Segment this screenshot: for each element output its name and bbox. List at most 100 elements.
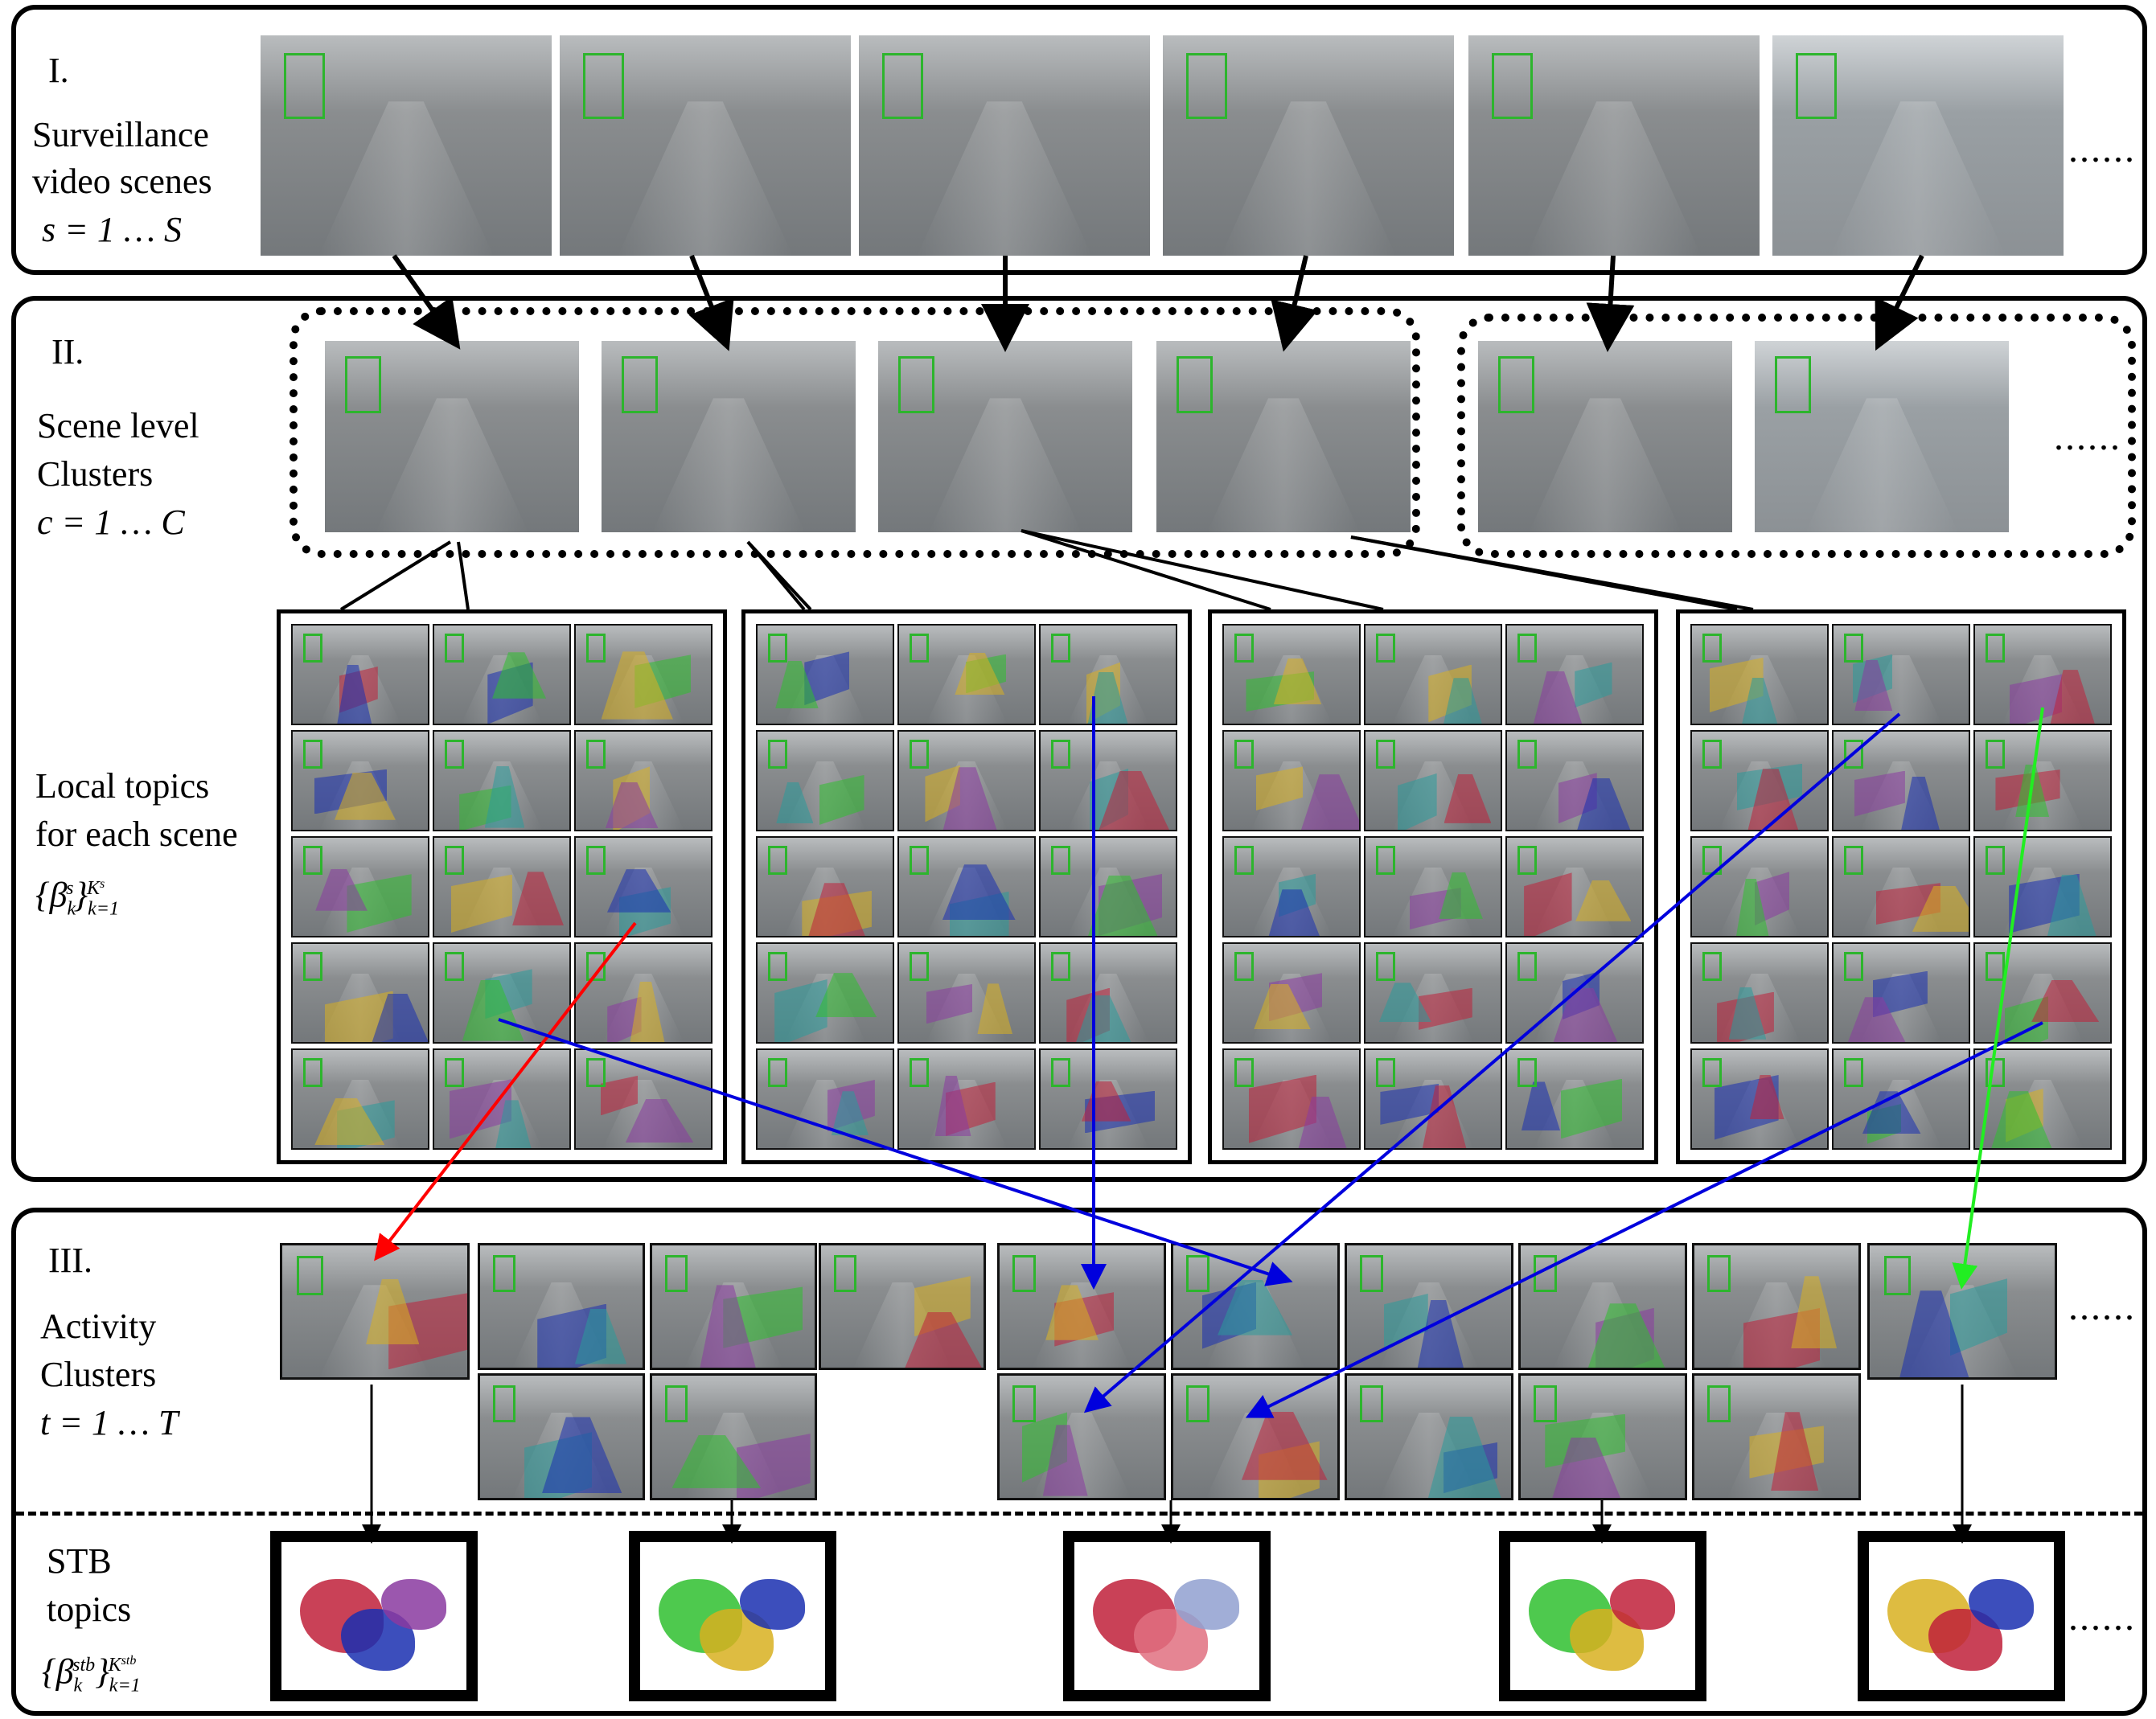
- local-topic-cell: [1222, 1048, 1361, 1150]
- local-topic-cell: [1690, 942, 1829, 1044]
- camera-logo-icon: [910, 1057, 929, 1088]
- surveillance-scene-thumbnail: [859, 35, 1150, 256]
- activity-cluster-thumbnail: [650, 1373, 817, 1500]
- cluster-1-outline: [290, 307, 1420, 558]
- level3-more: ......: [2068, 1286, 2136, 1328]
- camera-logo-icon: [1517, 845, 1537, 876]
- camera-logo-icon: [303, 845, 322, 876]
- camera-logo-icon: [445, 951, 464, 982]
- cluster-callout-line: [339, 540, 452, 611]
- local-topic-cell: [433, 730, 571, 831]
- stb-topic-box: [1858, 1531, 2065, 1701]
- scene-to-cluster-arrow: [1271, 255, 1318, 352]
- local-topic-cell: [291, 836, 429, 937]
- local-topic-cell: [1364, 624, 1502, 725]
- cluster-scene-thumbnail: [1755, 341, 2009, 532]
- local-topic-cell: [756, 1048, 894, 1150]
- local-topic-cell: [1505, 730, 1644, 831]
- local-topic-cell: [1222, 624, 1361, 725]
- local-topic-cell: [433, 836, 571, 937]
- local-topic-cell: [433, 624, 571, 725]
- local-formula-sup: s: [66, 878, 74, 899]
- cluster-scene-thumbnail: [602, 341, 856, 532]
- stb-topic-blob: [1174, 1579, 1239, 1630]
- surveillance-scene-thumbnail: [1772, 35, 2064, 256]
- scene-to-cluster-arrow: [1586, 255, 1635, 352]
- camera-logo-icon: [1376, 951, 1395, 982]
- level1-more: ......: [2068, 128, 2136, 170]
- camera-logo-icon: [445, 739, 464, 769]
- level3-title-line2: Clusters: [40, 1355, 157, 1394]
- camera-logo-icon: [1702, 1057, 1722, 1088]
- stb-title-line2: topics: [47, 1590, 132, 1629]
- level2-index-text: c = 1 … C: [37, 503, 185, 542]
- blue-topic-match-arrow: [1245, 1021, 2043, 1418]
- camera-logo-icon: [303, 633, 322, 663]
- local-topic-cell: [756, 730, 894, 831]
- stb-formula-close: }: [95, 1651, 109, 1692]
- camera-logo-icon: [1702, 739, 1722, 769]
- red-topic-match-arrow: [374, 921, 637, 1262]
- level2-title-line2: Clusters: [37, 454, 154, 494]
- stb-formula: {βkstb}k=1Kstb: [42, 1637, 141, 1709]
- camera-logo-icon: [345, 356, 381, 414]
- camera-logo-icon: [768, 845, 787, 876]
- local-topic-cell: [897, 942, 1036, 1044]
- camera-logo-icon: [768, 633, 787, 663]
- camera-logo-icon: [1012, 1385, 1036, 1422]
- stb-formula-range-K: K: [108, 1655, 121, 1676]
- camera-logo-icon: [1517, 633, 1537, 663]
- camera-logo-icon: [1234, 1057, 1254, 1088]
- camera-logo-icon: [1234, 633, 1254, 663]
- local-topic-cell: [1364, 730, 1502, 831]
- stb-formula-range-K-sup: stb: [121, 1654, 137, 1668]
- local-formula-range-sup: Ks: [87, 877, 105, 899]
- stb-title-line1: STB: [47, 1541, 112, 1581]
- local-formula-close: }: [73, 875, 88, 915]
- stb-formula-range-sup: Kstb: [108, 1654, 137, 1676]
- activity-cluster-thumbnail: [1518, 1373, 1687, 1500]
- stb-formula-beta: {β: [42, 1651, 74, 1692]
- local-topic-cell: [291, 942, 429, 1044]
- local-topic-cell: [1973, 624, 2112, 725]
- camera-logo-icon: [910, 633, 929, 663]
- local-topic-cell: [291, 1048, 429, 1150]
- stb-divider-line: [16, 1512, 2142, 1516]
- level1-title-line2: video scenes: [32, 162, 212, 201]
- camera-logo-icon: [768, 1057, 787, 1088]
- camera-logo-icon: [1185, 52, 1227, 120]
- camera-logo-icon: [1702, 633, 1722, 663]
- local-topic-cell: [1364, 942, 1502, 1044]
- camera-logo-icon: [1051, 951, 1070, 982]
- camera-logo-icon: [493, 1255, 516, 1292]
- local-topic-cell: [574, 624, 713, 725]
- camera-logo-icon: [1775, 356, 1811, 414]
- local-topic-cell: [1039, 730, 1177, 831]
- level3-index-text: t = 1 … T: [40, 1403, 179, 1442]
- activity-cluster-thumbnail: [478, 1243, 645, 1370]
- local-formula-range-K-sup: s: [100, 877, 105, 891]
- local-topic-cell: [1364, 836, 1502, 937]
- camera-logo-icon: [1517, 739, 1537, 769]
- camera-logo-icon: [1986, 951, 2005, 982]
- camera-logo-icon: [1186, 1255, 1209, 1292]
- local-topic-cell: [1039, 836, 1177, 937]
- camera-logo-icon: [834, 1255, 857, 1292]
- camera-logo-icon: [881, 52, 923, 120]
- camera-logo-icon: [1795, 52, 1837, 120]
- camera-logo-icon: [303, 951, 322, 982]
- activity-cluster-thumbnail: [1345, 1243, 1513, 1370]
- cluster-callout-line: [1350, 535, 1754, 611]
- camera-logo-icon: [1376, 845, 1395, 876]
- camera-logo-icon: [1844, 845, 1863, 876]
- local-topic-cell: [1832, 624, 1970, 725]
- cluster-callout-line: [457, 541, 470, 610]
- camera-logo-icon: [1376, 739, 1395, 769]
- activity-cluster-thumbnail: [1345, 1373, 1513, 1500]
- local-topic-cell: [574, 836, 713, 937]
- level1-index-text: s = 1 … S: [42, 210, 182, 249]
- camera-logo-icon: [768, 951, 787, 982]
- local-topic-cell: [1039, 1048, 1177, 1150]
- local-topic-cell: [1690, 836, 1829, 937]
- level2-title-line1: Scene level: [37, 406, 199, 445]
